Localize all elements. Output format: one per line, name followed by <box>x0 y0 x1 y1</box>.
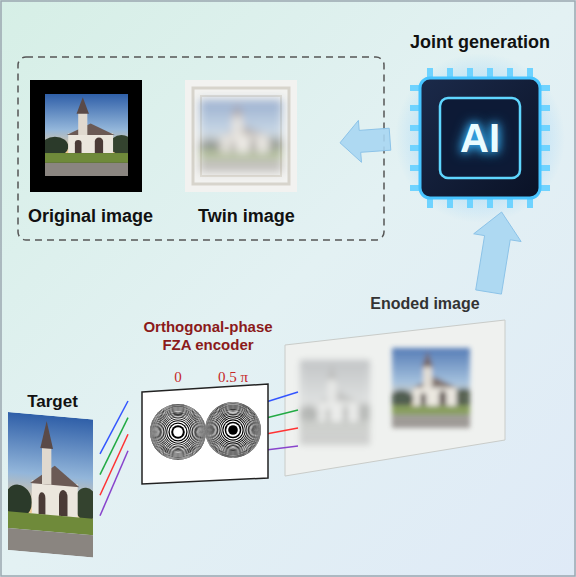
original-image-frame <box>30 80 142 192</box>
heading: Joint generation <box>390 32 570 54</box>
encoded-image-panel <box>285 320 505 476</box>
twin-ringing <box>193 88 289 184</box>
target-image <box>5 412 99 558</box>
caption: Twin image <box>198 206 338 228</box>
target-label: Target <box>5 392 100 412</box>
twin-image-frame <box>185 80 297 192</box>
ai-chip-node: Joint generationAI <box>390 30 570 212</box>
phase-label: 0.5 π <box>208 368 258 386</box>
panel-title: Enoded image <box>350 294 500 313</box>
light-beam-connector <box>100 401 128 516</box>
original-image <box>42 94 133 176</box>
encoded-image-node: Enoded image <box>270 292 505 477</box>
caption: Original image <box>28 206 180 228</box>
encoder-title: Orthogonal-phase FZA encoder <box>133 318 283 354</box>
encoded-image-right <box>389 348 475 428</box>
encoder-node: Orthogonal-phase FZA encoder 0 0.5 π <box>128 318 288 484</box>
fza-pattern-half-pi <box>204 401 262 459</box>
image-caption-node: Original image <box>28 78 180 240</box>
dashed-group-box <box>18 57 384 240</box>
phase-label: 0 <box>170 368 186 386</box>
target-node: Target <box>5 392 100 564</box>
twin-image <box>197 100 287 172</box>
chip-label: AI <box>390 114 570 162</box>
encoded-image-left <box>297 360 374 445</box>
fza-pattern-0 <box>149 403 207 461</box>
image-caption-node: Twin image <box>180 78 340 240</box>
light-beams <box>266 392 298 450</box>
flow-arrow <box>340 120 391 162</box>
flow-arrow <box>474 212 521 294</box>
encoder-plate <box>142 384 268 484</box>
